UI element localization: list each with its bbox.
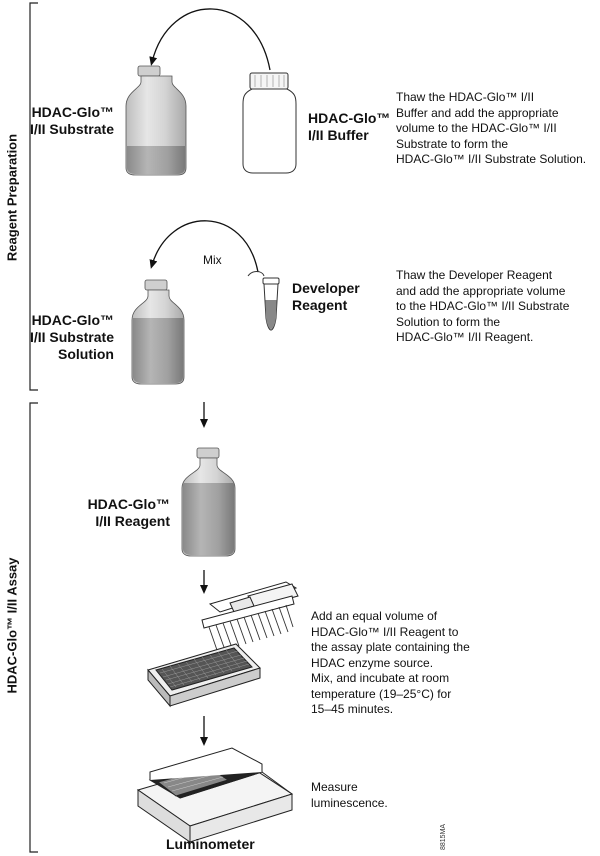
buffer-label-line1: HDAC-Glo™	[308, 110, 391, 126]
step2-description: Thaw the Developer Reagent and add the a…	[396, 268, 598, 346]
assay-section-label: HDAC-Glo™ I/II Assay	[4, 557, 20, 694]
step5-description-line: Measure	[311, 780, 358, 794]
step1-description-line: volume to the HDAC-Glo™ I/II	[396, 121, 557, 135]
developer-tube-icon	[247, 271, 280, 331]
mix-label: Mix	[203, 253, 222, 267]
substrate-bottle-icon	[125, 65, 187, 176]
reagent-bottle-icon	[181, 447, 236, 557]
substrate-solution-bottle-icon	[131, 279, 185, 385]
substrate-solution-label: HDAC-Glo™ I/II Substrate Solution	[8, 312, 114, 363]
developer-label-line2: Reagent	[292, 297, 348, 313]
step4-description-line: Add an equal volume of	[311, 609, 438, 623]
assay-plate-icon	[147, 643, 261, 708]
solution-label-line1: HDAC-Glo™	[31, 312, 114, 328]
reagent-label-line1: HDAC-Glo™	[87, 496, 170, 512]
step1-description-line: Buffer and add the appropriate	[396, 105, 559, 120]
step4-description: Add an equal volume of HDAC-Glo™ I/II Re…	[311, 609, 511, 718]
transfer-arrow-2	[149, 220, 259, 273]
step4-description-line: HDAC-Glo™ I/II Reagent to	[311, 624, 459, 639]
step2-description-line: Thaw the Developer Reagent	[396, 268, 553, 282]
reagent-preparation-section-label: Reagent Preparation	[4, 133, 20, 262]
step1-description-line: Substrate to form the	[396, 136, 509, 151]
reagent-preparation-bracket	[29, 2, 38, 391]
step4-description-line: temperature (19–25°C) for	[311, 686, 452, 701]
assay-bracket	[29, 402, 38, 853]
step5-description: Measure luminescence.	[311, 780, 461, 811]
substrate-label-line2: I/II Substrate	[29, 121, 114, 137]
step2-description-line: HDAC-Glo™ I/II Reagent.	[396, 330, 534, 344]
luminometer-label: Luminometer	[166, 836, 255, 852]
buffer-label: HDAC-Glo™ I/II Buffer	[308, 110, 398, 144]
transfer-arrow-1	[149, 8, 271, 71]
buffer-label-line2: I/II Buffer	[308, 127, 369, 143]
step4-description-line: 15–45 minutes.	[311, 702, 394, 716]
reagent-label: HDAC-Glo™ I/II Reagent	[66, 496, 170, 530]
step1-description-line: HDAC-Glo™ I/II Substrate Solution.	[396, 152, 587, 166]
multichannel-pipette-icon	[201, 581, 299, 654]
step4-description-line: Mix, and incubate at room	[311, 671, 450, 685]
step5-description-line: luminescence.	[311, 795, 388, 810]
developer-reagent-label: Developer Reagent	[292, 280, 382, 314]
step2-description-line: and add the appropriate volume	[396, 283, 566, 298]
reagent-label-line2: I/II Reagent	[95, 513, 170, 529]
substrate-label: HDAC-Glo™ I/II Substrate	[8, 104, 114, 138]
step2-description-line: to the HDAC-Glo™ I/II Substrate	[396, 299, 570, 313]
solution-label-line2: I/II Substrate	[29, 329, 114, 345]
step1-description: Thaw the HDAC-Glo™ I/II Buffer and add t…	[396, 90, 598, 168]
step2-description-line: Solution to form the	[396, 314, 501, 329]
figure-code: 8815MA	[440, 824, 447, 850]
substrate-label-line1: HDAC-Glo™	[31, 104, 114, 120]
buffer-bottle-icon	[242, 72, 297, 174]
step1-description-line: Thaw the HDAC-Glo™ I/II	[396, 90, 535, 104]
luminometer-icon	[136, 747, 294, 843]
solution-label-line3: Solution	[58, 346, 114, 362]
step4-description-line: the assay plate containing the	[311, 640, 470, 654]
step4-description-line: HDAC enzyme source.	[311, 655, 434, 670]
developer-label-line1: Developer	[292, 280, 360, 296]
